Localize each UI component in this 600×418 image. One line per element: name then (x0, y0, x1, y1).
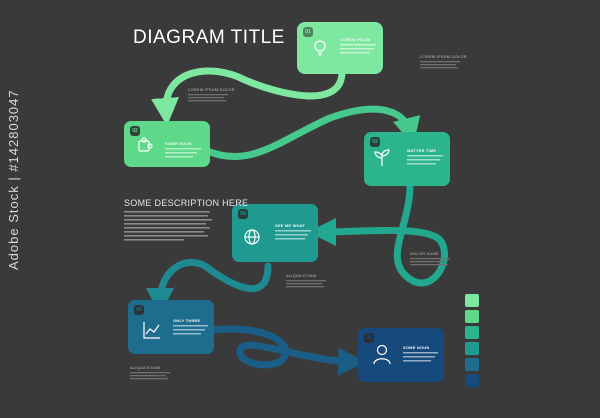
step-label-1: LOREM IPSUM (340, 37, 371, 42)
plant-icon (374, 149, 390, 166)
step-number-3: 03 (370, 137, 380, 147)
lightbulb-icon (314, 40, 326, 56)
connector-2-3 (201, 105, 421, 161)
step-number-2: 02 (130, 126, 140, 136)
step-number-1: 01 (305, 29, 311, 35)
connector-4-5 (146, 258, 272, 316)
side-label-2: LOREM IPSUM DOLOR (420, 54, 467, 59)
step-number-6: 06 (364, 333, 374, 343)
step-label-6: SOME NOUN (403, 345, 430, 350)
side-label-5: ALIQUA ETIAM (130, 365, 161, 370)
side-text-blocks (130, 61, 460, 380)
palette-swatch (465, 294, 479, 307)
step-label-3: MATTER TIME (407, 148, 437, 153)
side-label-1: LOREM IPSUM DOLOR (188, 87, 235, 92)
step-label-4: SEE ME WHAT (275, 223, 306, 228)
step-box-2 (124, 121, 210, 167)
person-icon (373, 344, 391, 365)
connector-5-6 (208, 325, 366, 376)
palette-swatch (465, 374, 479, 387)
step-number-4: 04 (238, 209, 248, 219)
description-text (124, 211, 212, 241)
step-number-5: 05 (134, 305, 144, 315)
step-label-2: SOME NOUN (165, 141, 192, 146)
connector-3-4 (308, 181, 448, 287)
puzzle-icon (138, 137, 153, 152)
palette-swatch (465, 310, 479, 323)
step-box-4 (232, 204, 318, 262)
chart-icon (143, 322, 160, 339)
palette-swatch (465, 342, 479, 355)
color-palette (465, 294, 479, 390)
globe-icon (244, 229, 260, 245)
step-box-5 (128, 300, 214, 354)
diagram-title: DIAGRAM TITLE (133, 27, 285, 48)
palette-swatch (465, 358, 479, 371)
side-label-4: ALIQUA ETIAM (286, 273, 317, 278)
stock-watermark: Adobe Stock | #142803047 (6, 89, 21, 270)
connector-1-2 (151, 67, 346, 126)
step-box-3 (364, 132, 450, 186)
step-label-5: ONLY THREE (173, 318, 201, 323)
side-label-3: DOLOR SUME (410, 251, 439, 256)
step-box-6 (358, 328, 444, 382)
palette-swatch (465, 326, 479, 339)
step-box-1 (297, 22, 383, 74)
description-heading: SOME DESCRIPTION HERE (124, 198, 249, 208)
